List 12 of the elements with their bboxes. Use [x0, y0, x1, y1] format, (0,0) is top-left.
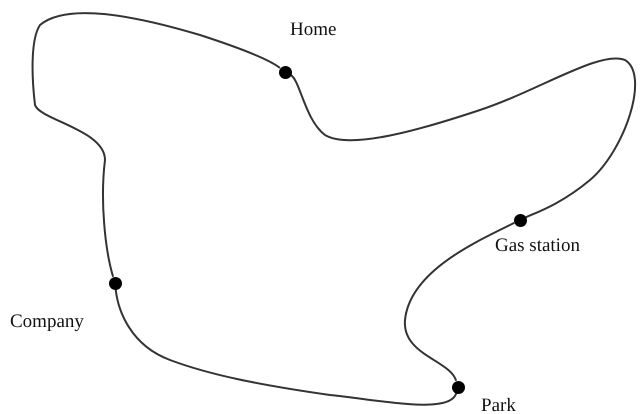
route-line: [114, 289, 458, 406]
route-line: [32, 12, 280, 278]
route-line: [290, 58, 636, 218]
location-dot: [108, 276, 122, 290]
place-label: Company: [10, 312, 84, 331]
place-label: Home: [290, 20, 336, 39]
location-dot: [278, 66, 292, 78]
location-dot: [452, 380, 464, 394]
place-label: Park: [481, 396, 516, 414]
route-line: [404, 222, 515, 382]
location-dot: [514, 214, 526, 226]
place-label: Gas station: [495, 236, 580, 255]
